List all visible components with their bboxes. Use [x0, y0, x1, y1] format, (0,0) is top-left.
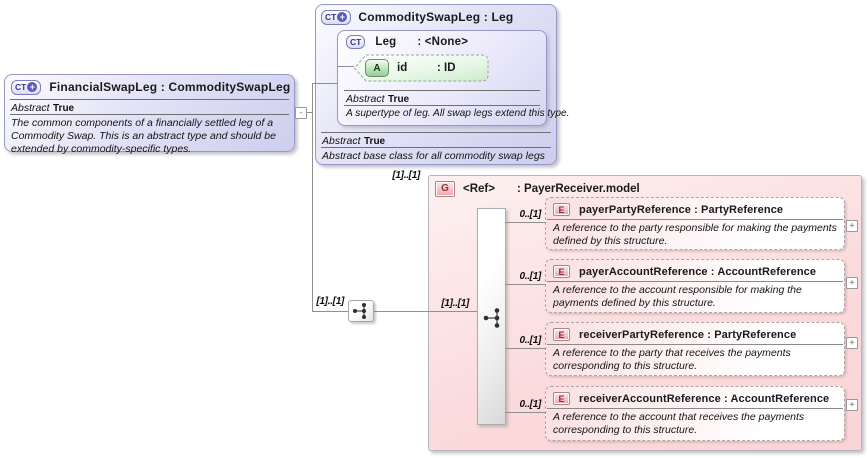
expand-button[interactable]: + [846, 399, 858, 411]
connector-line [505, 412, 546, 413]
connector-line [312, 311, 349, 312]
connector-line [505, 284, 546, 285]
abstract-label: Abstract [346, 93, 385, 105]
abstract-value: True [53, 103, 75, 114]
abstract-value: True [388, 94, 410, 105]
element-icon: E [553, 203, 570, 216]
complex-type-icon: CT+ [11, 79, 42, 95]
divider [547, 344, 843, 345]
connector-line [374, 311, 429, 312]
element-description: A reference to the party that receives t… [553, 347, 791, 373]
cardinality-label: [1]..[1] [392, 170, 420, 181]
attribute-name: id [397, 62, 408, 74]
cardinality-label: [1]..[1] [316, 296, 344, 307]
element-receiver-party-reference[interactable]: E receiverPartyReference : PartyReferenc… [545, 322, 845, 376]
element-receiver-account-reference[interactable]: E receiverAccountReference : AccountRefe… [545, 386, 845, 441]
divider [321, 132, 551, 133]
ct-icon-label: CT [350, 36, 362, 47]
financial-box-title: FinancialSwapLeg : CommoditySwapLeg [49, 80, 291, 94]
element-title: payerPartyReference : PartyReference [579, 203, 784, 216]
divider [547, 281, 843, 282]
group-name: <Ref> [463, 182, 495, 195]
divider [10, 114, 289, 115]
commodity-box-title: CommoditySwapLeg : Leg [358, 10, 514, 24]
cardinality-label: 0..[1] [519, 399, 541, 410]
connector-line [505, 348, 546, 349]
connector-line [307, 112, 313, 113]
expand-button[interactable]: + [846, 220, 858, 232]
element-description: A reference to the account that receives… [553, 411, 805, 437]
element-payer-account-reference[interactable]: E payerAccountReference : AccountReferen… [545, 259, 845, 313]
divider [321, 147, 551, 148]
commodity-swap-leg-box[interactable]: CT+ CommoditySwapLeg : Leg CT Leg : <Non… [315, 4, 570, 165]
abstract-label: Abstract [322, 135, 361, 147]
attribute-icon: A [365, 59, 389, 77]
element-icon: E [553, 328, 570, 341]
connector-line [312, 83, 338, 84]
collapse-button[interactable]: - [295, 107, 307, 119]
attribute-type: : ID [437, 62, 456, 74]
divider [344, 90, 540, 91]
connector-line [312, 83, 313, 312]
group-type: : PayerReceiver.model [517, 182, 640, 195]
leg-box-name: Leg [375, 35, 397, 48]
element-icon: E [553, 265, 570, 278]
connector-line [429, 311, 477, 312]
element-title: payerAccountReference : AccountReference [579, 265, 817, 278]
expand-button[interactable]: + [846, 337, 858, 349]
element-title: receiverAccountReference : AccountRefere… [579, 392, 830, 405]
leg-box-description: A supertype of leg. All swap legs extend… [346, 108, 570, 119]
cardinality-label: 0..[1] [519, 335, 541, 346]
complex-type-icon: CT [346, 34, 366, 49]
element-title: receiverPartyReference : PartyReference [579, 328, 797, 341]
connector-line [337, 66, 354, 67]
sequence-compositor-icon [353, 303, 366, 319]
financial-box-description: The common components of a financially s… [11, 117, 276, 155]
plus-icon: + [27, 82, 38, 92]
commodity-box-description: Abstract base class for all commodity sw… [322, 150, 545, 162]
divider [547, 408, 843, 409]
abstract-label: Abstract [11, 102, 50, 114]
ct-icon-label: CT [325, 12, 337, 22]
element-icon: E [553, 392, 570, 405]
leg-base-type-box[interactable]: CT Leg : <None> [337, 30, 570, 126]
connector-line [505, 222, 546, 223]
divider [344, 105, 540, 106]
ct-icon-label: CT [15, 82, 27, 92]
cardinality-label: 0..[1] [519, 271, 541, 282]
element-payer-party-reference[interactable]: E payerPartyReference : PartyReference A… [545, 197, 845, 250]
sequence-bar[interactable] [477, 208, 506, 425]
element-description: A reference to the account responsible f… [553, 284, 802, 310]
group-icon: G [435, 180, 455, 197]
financial-swap-leg-box[interactable]: CT+ FinancialSwapLeg : CommoditySwapLeg … [4, 74, 295, 155]
attribute-id-box[interactable]: A id : ID [353, 54, 490, 82]
divider [547, 219, 843, 220]
abstract-value: True [364, 136, 386, 147]
cardinality-label: 0..[1] [519, 209, 541, 220]
element-description: A reference to the party responsible for… [553, 222, 837, 248]
complex-type-icon: CT+ [321, 9, 352, 25]
plus-icon: + [337, 12, 348, 22]
cardinality-label: [1]..[1] [441, 298, 469, 309]
sequence-compositor-icon [483, 308, 500, 328]
expand-button[interactable]: + [846, 277, 858, 289]
sequence-compositor[interactable] [348, 300, 374, 322]
divider [10, 99, 289, 100]
leg-box-type: : <None> [417, 35, 469, 48]
